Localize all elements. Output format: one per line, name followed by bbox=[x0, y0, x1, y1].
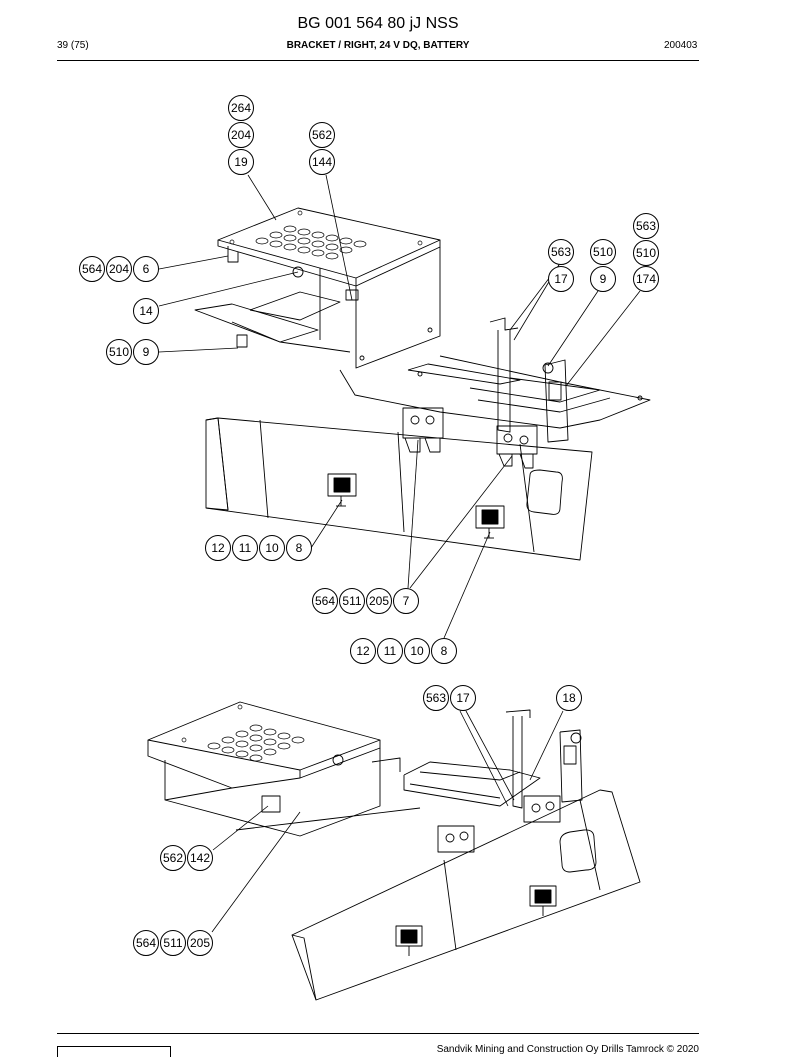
callout-12: 12 bbox=[211, 541, 225, 555]
terminals-upper bbox=[327, 473, 505, 539]
callout-bubbles: 264 204 19 562 144 564 204 6 14 510 9 56… bbox=[79, 95, 659, 956]
footer-rule bbox=[57, 1033, 699, 1034]
callout-562: 562 bbox=[163, 851, 183, 865]
callout-9: 9 bbox=[600, 272, 607, 286]
callout-564: 564 bbox=[136, 936, 156, 950]
document-title: BG 001 564 80 jJ NSS bbox=[297, 15, 459, 32]
base-plate-upper bbox=[339, 355, 651, 429]
bracket-box-upper bbox=[249, 247, 441, 369]
terminals-lower bbox=[395, 885, 557, 956]
callout-17: 17 bbox=[456, 691, 470, 705]
callout-19: 19 bbox=[234, 155, 248, 169]
callout-204: 204 bbox=[109, 262, 129, 276]
callout-562: 562 bbox=[312, 128, 332, 142]
callout-205: 205 bbox=[369, 594, 389, 608]
callout-8: 8 bbox=[441, 644, 448, 658]
callout-563: 563 bbox=[636, 219, 656, 233]
callout-563: 563 bbox=[426, 691, 446, 705]
callout-11: 11 bbox=[239, 541, 252, 555]
callout-10: 10 bbox=[410, 644, 424, 658]
callout-8: 8 bbox=[296, 541, 303, 555]
lower-assembly-view bbox=[147, 701, 641, 1001]
callout-12: 12 bbox=[356, 644, 370, 658]
top-plate-lower bbox=[147, 701, 381, 789]
callout-511: 511 bbox=[342, 594, 361, 608]
callout-564: 564 bbox=[315, 594, 335, 608]
vertical-bar-lower bbox=[505, 709, 531, 809]
header-rule bbox=[57, 60, 699, 61]
clamps-lower bbox=[437, 795, 561, 853]
callout-142: 142 bbox=[190, 851, 210, 865]
callout-564: 564 bbox=[82, 262, 102, 276]
side-bracket-upper bbox=[542, 359, 569, 443]
callout-510: 510 bbox=[593, 245, 613, 259]
callout-204: 204 bbox=[231, 128, 251, 142]
callout-205: 205 bbox=[190, 936, 210, 950]
callout-10: 10 bbox=[265, 541, 279, 555]
side-bracket-lower bbox=[559, 729, 583, 803]
document-code: 200403 bbox=[664, 40, 698, 51]
callout-17: 17 bbox=[554, 272, 568, 286]
document-subtitle: BRACKET / RIGHT, 24 V DQ, BATTERY bbox=[286, 40, 470, 51]
callout-7: 7 bbox=[403, 594, 410, 608]
callout-9: 9 bbox=[143, 345, 150, 359]
callout-563: 563 bbox=[551, 245, 571, 259]
footer-copyright: Sandvik Mining and Construction Oy Drill… bbox=[436, 1044, 699, 1055]
base-plate-lower bbox=[235, 761, 541, 831]
callout-144: 144 bbox=[312, 155, 332, 169]
bracket-box-lower bbox=[164, 748, 401, 837]
page-number: 39 (75) bbox=[57, 40, 89, 51]
callout-18: 18 bbox=[562, 691, 576, 705]
callout-14: 14 bbox=[139, 304, 153, 318]
callout-511: 511 bbox=[163, 936, 182, 950]
callout-174: 174 bbox=[636, 272, 656, 286]
battery-panel-upper bbox=[205, 417, 593, 561]
left-foot-upper bbox=[194, 246, 351, 353]
upper-assembly-view bbox=[194, 207, 651, 561]
callout-11: 11 bbox=[384, 644, 397, 658]
callout-6: 6 bbox=[143, 262, 150, 276]
callout-510: 510 bbox=[636, 246, 656, 260]
callout-264: 264 bbox=[231, 101, 251, 115]
company-logo bbox=[57, 1046, 171, 1057]
top-plate-upper bbox=[217, 207, 441, 287]
battery-panel-lower bbox=[291, 789, 641, 1001]
callout-510: 510 bbox=[109, 345, 129, 359]
clamps-upper bbox=[402, 407, 538, 469]
vertical-bar-upper bbox=[489, 317, 519, 433]
